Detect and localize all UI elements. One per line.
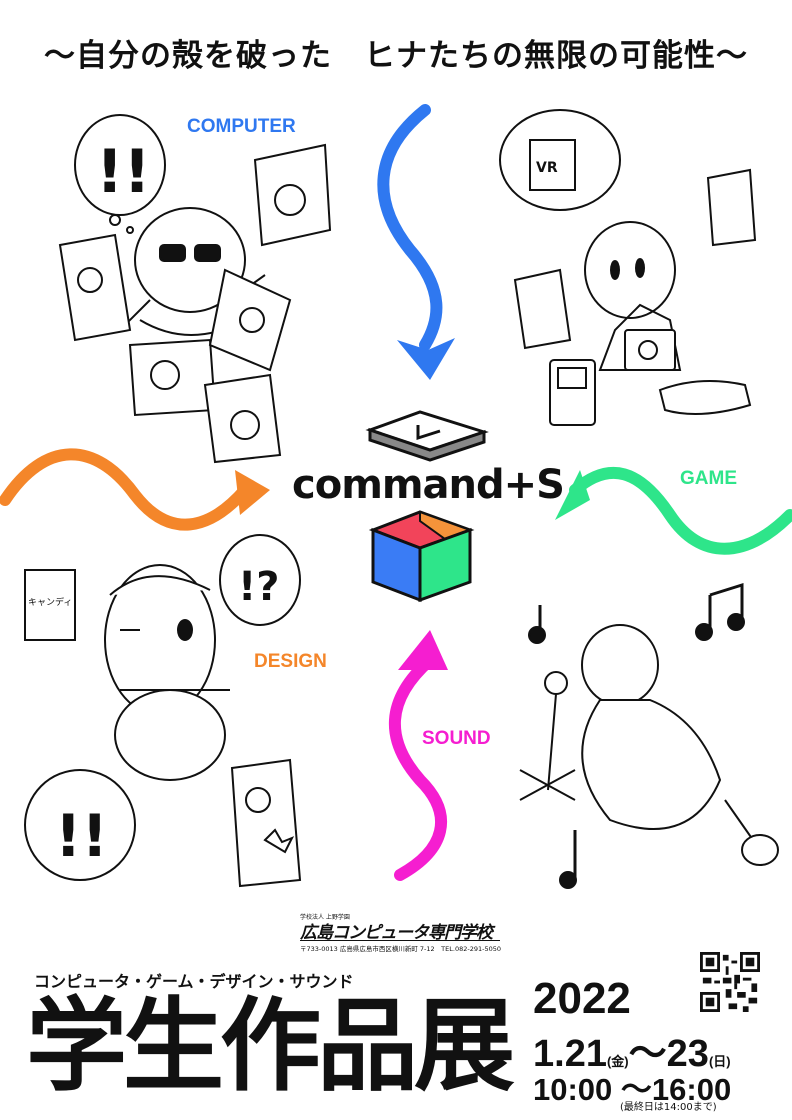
event-title: 学生作品展 <box>26 987 515 1105</box>
cube-logo-icon <box>368 510 475 603</box>
arrow-game-icon <box>555 466 792 555</box>
event-note: (最終日は14:00まで) <box>620 1102 717 1113</box>
question-bubble-text: !? <box>238 564 279 610</box>
event-year: 2022 <box>533 974 631 1023</box>
date-start-day: (金) <box>606 1054 629 1069</box>
category-computer: COMPUTER <box>187 116 296 137</box>
logo-text: command+S <box>292 462 565 508</box>
date-end: 23 <box>666 1033 709 1075</box>
exclaim-bottom: !! <box>55 802 108 870</box>
sound-character-drawing <box>519 582 779 889</box>
date-start: 1.21 <box>533 1033 607 1075</box>
date-end-day: (日) <box>708 1054 731 1069</box>
vr-label: VR <box>536 160 558 176</box>
school-divider <box>300 940 500 941</box>
event-dates: 1.21(金)〜23(日) <box>533 1022 731 1077</box>
key-logo-icon <box>365 410 489 462</box>
school-label: 学校法人 上野学園 <box>300 914 350 921</box>
category-design: DESIGN <box>254 651 327 672</box>
school-name: 広島コンピュータ専門学校 <box>300 923 493 943</box>
arrow-sound-icon <box>388 630 448 881</box>
category-game: GAME <box>680 468 737 489</box>
arrow-design-icon <box>0 448 270 531</box>
school-address: 〒733-0013 広島県広島市西区横川新町 7-12 TEL.082-291-… <box>300 945 501 953</box>
event-hours: 10:00 〜16:00 <box>533 1072 732 1107</box>
date-separator: 〜 <box>628 1033 667 1075</box>
exclaim-top: !! <box>96 137 151 207</box>
qr-code-icon[interactable] <box>700 952 760 1012</box>
computer-character-drawing <box>58 114 332 464</box>
headline: 〜自分の殻を破った ヒナたちの無限の可能性〜 <box>44 38 748 74</box>
category-sound: SOUND <box>422 728 491 749</box>
event-fields: コンピュータ・ゲーム・デザイン・サウンド <box>34 972 354 991</box>
design-character-drawing <box>24 534 302 888</box>
candy-label: キャンディ <box>28 596 72 608</box>
game-character-drawing <box>499 109 757 426</box>
arrow-computer-icon <box>377 104 455 380</box>
